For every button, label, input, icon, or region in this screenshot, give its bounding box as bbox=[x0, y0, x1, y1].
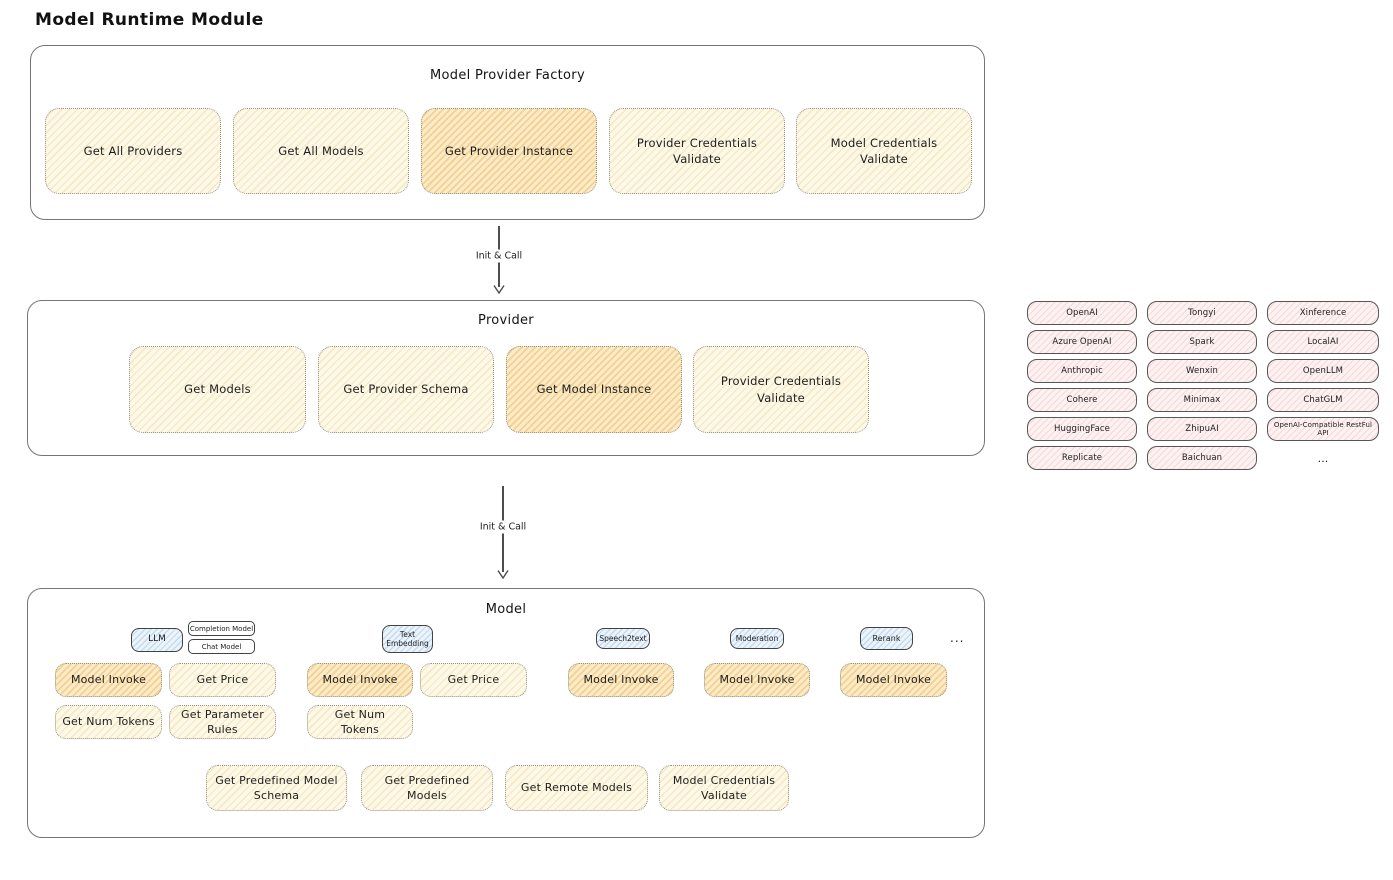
model-invoke-button-llm[interactable]: Model Invoke bbox=[55, 663, 162, 697]
get-parameter-rules-button[interactable]: Get Parameter Rules bbox=[169, 705, 276, 739]
provider-chip-spark: Spark bbox=[1147, 330, 1257, 354]
provider-chip-openllm: OpenLLM bbox=[1267, 359, 1379, 383]
provider-chip-baichuan: Baichuan bbox=[1147, 446, 1257, 470]
get-models-button[interactable]: Get Models bbox=[129, 346, 306, 433]
provider-chip-openai-compatible-restful-api: OpenAI-Compatible RestFul API bbox=[1267, 417, 1379, 441]
init-call-arrow-2: Init & Call bbox=[471, 486, 535, 579]
provider-chip-chatglm: ChatGLM bbox=[1267, 388, 1379, 412]
model-type-tag-chat-model: Chat Model bbox=[188, 639, 255, 654]
provider-chip-azure-openai: Azure OpenAI bbox=[1027, 330, 1137, 354]
model-panel: Model LLM Completion Model Chat Model Te… bbox=[27, 588, 997, 850]
model-type-tag-llm: LLM bbox=[131, 628, 183, 652]
provider-credentials-validate-button[interactable]: Provider Credentials Validate bbox=[609, 108, 785, 194]
page-title: Model Runtime Module bbox=[35, 10, 264, 30]
arrow-label: Init & Call bbox=[471, 249, 527, 263]
get-remote-models-button[interactable]: Get Remote Models bbox=[505, 765, 648, 811]
init-call-arrow-1: Init & Call bbox=[467, 226, 531, 294]
factory-panel: Model Provider Factory Get All Providers… bbox=[30, 45, 985, 220]
arrow-label: Init & Call bbox=[475, 520, 531, 534]
model-invoke-button-embedding[interactable]: Model Invoke bbox=[307, 663, 413, 697]
model-invoke-button-rerank[interactable]: Model Invoke bbox=[840, 663, 947, 697]
get-provider-instance-button[interactable]: Get Provider Instance bbox=[421, 108, 597, 194]
get-price-button-embedding[interactable]: Get Price bbox=[420, 663, 527, 697]
model-credentials-validate-button-model[interactable]: Model Credentials Validate bbox=[659, 765, 789, 811]
provider-chip-openai: OpenAI bbox=[1027, 301, 1137, 325]
provider-chip-xinference: Xinference bbox=[1267, 301, 1379, 325]
model-invoke-button-speech2text[interactable]: Model Invoke bbox=[568, 663, 674, 697]
get-price-button-llm[interactable]: Get Price bbox=[169, 663, 276, 697]
provider-chip-anthropic: Anthropic bbox=[1027, 359, 1137, 383]
arrow-head-icon bbox=[493, 285, 505, 294]
provider-chip-tongyi: Tongyi bbox=[1147, 301, 1257, 325]
get-all-providers-button[interactable]: Get All Providers bbox=[45, 108, 221, 194]
model-credentials-validate-button[interactable]: Model Credentials Validate bbox=[796, 108, 972, 194]
arrow-head-icon bbox=[497, 570, 509, 579]
model-type-tag-text-embedding: Text Embedding bbox=[382, 625, 433, 653]
providers-ellipsis: ... bbox=[1317, 451, 1329, 465]
factory-panel-title: Model Provider Factory bbox=[430, 68, 585, 83]
model-invoke-button-moderation[interactable]: Model Invoke bbox=[704, 663, 810, 697]
model-type-tag-speech2text: Speech2text bbox=[596, 628, 650, 649]
get-model-instance-button[interactable]: Get Model Instance bbox=[506, 346, 682, 433]
provider-chip-zhipuai: ZhipuAI bbox=[1147, 417, 1257, 441]
model-panel-title: Model bbox=[485, 602, 527, 617]
get-provider-schema-button[interactable]: Get Provider Schema bbox=[318, 346, 494, 433]
provider-list: OpenAI Tongyi Xinference Azure OpenAI Sp… bbox=[1027, 301, 1379, 470]
get-all-models-button[interactable]: Get All Models bbox=[233, 108, 409, 194]
model-type-tag-moderation: Moderation bbox=[730, 628, 784, 649]
get-predefined-models-button[interactable]: Get Predefined Models bbox=[361, 765, 493, 811]
get-predefined-model-schema-button[interactable]: Get Predefined Model Schema bbox=[206, 765, 347, 811]
provider-panel: Provider Get Models Get Provider Schema … bbox=[27, 300, 997, 468]
model-type-tag-rerank: Rerank bbox=[860, 627, 913, 650]
provider-credentials-validate-button-provider[interactable]: Provider Credentials Validate bbox=[693, 346, 869, 433]
model-types-ellipsis: ... bbox=[950, 631, 965, 645]
get-num-tokens-button-embedding[interactable]: Get Num Tokens bbox=[307, 705, 413, 739]
provider-chip-replicate: Replicate bbox=[1027, 446, 1137, 470]
provider-chip-localai: LocalAI bbox=[1267, 330, 1379, 354]
provider-chip-minimax: Minimax bbox=[1147, 388, 1257, 412]
model-type-tag-completion-model: Completion Model bbox=[188, 621, 255, 636]
get-num-tokens-button-llm[interactable]: Get Num Tokens bbox=[55, 705, 162, 739]
provider-chip-cohere: Cohere bbox=[1027, 388, 1137, 412]
provider-panel-title: Provider bbox=[478, 313, 534, 328]
provider-chip-wenxin: Wenxin bbox=[1147, 359, 1257, 383]
provider-chip-huggingface: HuggingFace bbox=[1027, 417, 1137, 441]
